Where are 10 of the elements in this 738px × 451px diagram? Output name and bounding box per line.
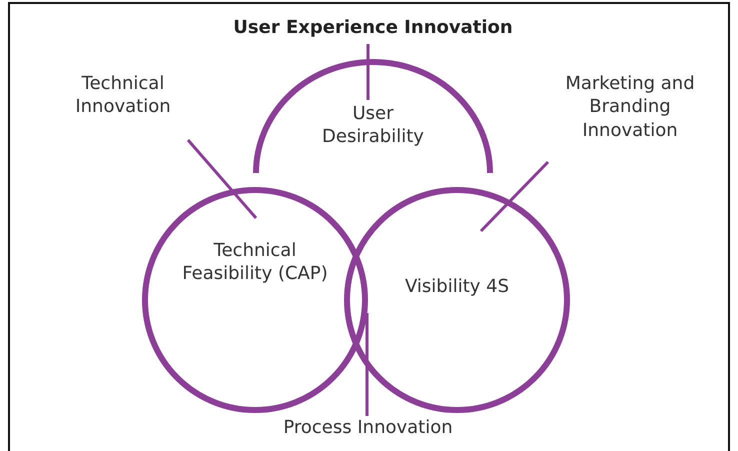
node-label: User Desirability [321, 102, 425, 149]
leader-line [366, 313, 368, 416]
leader-line [186, 139, 258, 219]
label-text: Process Innovation [220, 416, 516, 446]
label-text: Marketing and Branding Innovation [550, 72, 710, 168]
leader-line [480, 160, 550, 232]
node-label: Visibility 4S [404, 275, 510, 298]
node-label: Technical Feasibility (CAP) [181, 239, 329, 286]
label-text: Technical Innovation [48, 72, 198, 132]
diagram-title: User Experience Innovation [170, 16, 576, 44]
